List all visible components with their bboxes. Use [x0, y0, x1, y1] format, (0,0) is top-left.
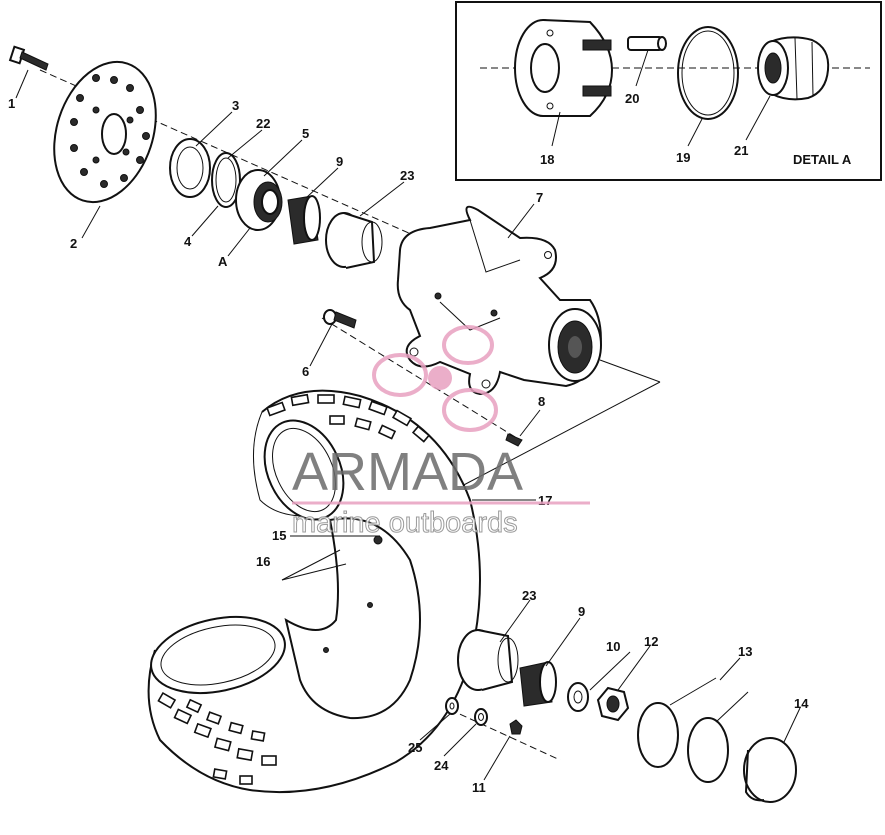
pin-20	[627, 36, 667, 51]
bolt-8	[505, 433, 523, 447]
label-23-lower: 23	[522, 588, 536, 603]
detail-title: DETAIL A	[793, 152, 852, 167]
label-8: 8	[538, 394, 545, 409]
o-ring-19	[677, 26, 739, 120]
snap-ring-22	[211, 152, 241, 208]
label-5: 5	[302, 126, 309, 141]
label-19: 19	[676, 150, 690, 165]
part-labels: 1 2 3 22 5 9 23 4 A 7 6 8 17 15 16 23 9 …	[8, 96, 809, 795]
label-2: 2	[70, 236, 77, 251]
bolt-1	[8, 45, 49, 71]
brake-disc-2	[53, 60, 157, 204]
rim-half-lower	[150, 616, 286, 694]
washer-24	[474, 708, 488, 726]
label-15: 15	[272, 528, 286, 543]
tire-tread-upper	[266, 393, 431, 443]
label-17: 17	[538, 493, 552, 508]
cap-14	[743, 737, 797, 803]
label-22: 22	[256, 116, 270, 131]
axis-line-bolt	[321, 317, 521, 441]
label-20: 20	[625, 91, 639, 106]
propeller-logo	[372, 325, 498, 432]
nut-12	[596, 686, 630, 722]
rim-half-16	[284, 517, 421, 720]
label-9: 9	[336, 154, 343, 169]
bolt-6	[323, 309, 357, 329]
knob-21	[757, 36, 830, 101]
label-A: A	[218, 254, 228, 269]
label-3: 3	[232, 98, 239, 113]
washer-25	[445, 697, 459, 715]
label-24: 24	[434, 758, 449, 773]
label-25: 25	[408, 740, 422, 755]
bearing-cup-23-lower	[457, 629, 519, 691]
armada-watermark: ARMADA marine outboards	[292, 325, 590, 540]
washer-10	[567, 682, 589, 712]
seal-3	[169, 138, 211, 198]
label-14: 14	[794, 696, 809, 711]
label-12: 12	[644, 634, 658, 649]
watermark-tagline: marine outboards	[292, 507, 518, 539]
label-7: 7	[536, 190, 543, 205]
bearing-cone-9-lower	[519, 661, 557, 707]
bearing-cup-23-upper	[325, 212, 383, 269]
label-16: 16	[256, 554, 270, 569]
o-rings-13	[637, 702, 729, 783]
bearing-cone-9-upper	[287, 195, 321, 245]
label-1: 1	[8, 96, 15, 111]
label-10: 10	[606, 639, 620, 654]
label-9-lower: 9	[578, 604, 585, 619]
label-21: 21	[734, 143, 748, 158]
label-18: 18	[540, 152, 554, 167]
label-13: 13	[738, 644, 752, 659]
detail-a-panel: 18 20 19 21 DETAIL A	[455, 1, 882, 181]
label-6: 6	[302, 364, 309, 379]
leader-lines	[15, 69, 801, 781]
spindle-housing-7	[396, 205, 602, 396]
nut-11	[509, 719, 523, 735]
label-4: 4	[184, 234, 192, 249]
hub-body-18	[514, 19, 614, 117]
label-23: 23	[400, 168, 414, 183]
label-11: 11	[472, 780, 486, 795]
watermark-brand: ARMADA	[292, 442, 523, 502]
tire-tread-lower	[157, 691, 277, 785]
hub-assembly-5	[235, 169, 283, 231]
